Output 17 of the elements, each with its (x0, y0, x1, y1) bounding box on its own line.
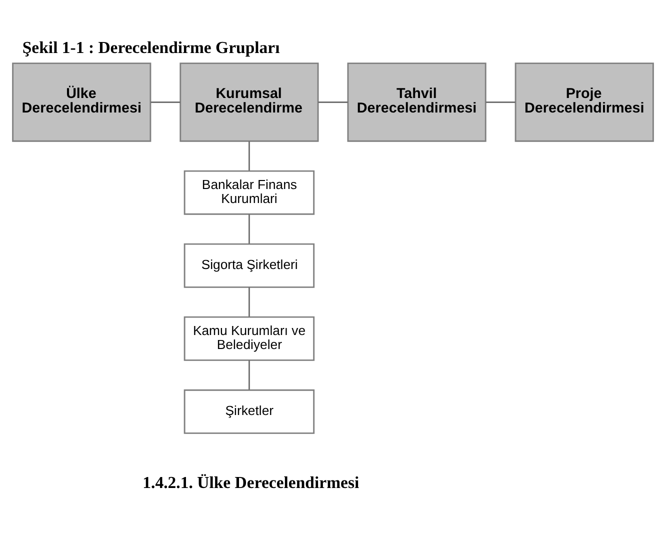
connector (248, 214, 250, 244)
connector (486, 102, 516, 103)
node-box: Ülke Derecelendirmesi (12, 62, 152, 142)
connector (150, 102, 180, 103)
node-box: Proje Derecelendirmesi (514, 62, 654, 142)
node-box: Kurumsal Derecelendirme (180, 62, 319, 142)
node-box: Tahvil Derecelendirmesi (347, 62, 486, 142)
node-box: Şirketler (184, 389, 315, 434)
connector (248, 141, 250, 171)
node-box: Kamu Kurumları ve Belediyeler (184, 316, 315, 361)
node-box: Bankalar Finans Kurumlari (184, 170, 315, 215)
diagram-title: Şekil 1-1 : Derecelendirme Grupları (22, 38, 280, 57)
connector (248, 360, 250, 390)
connector (248, 287, 250, 317)
node-box: Sigorta Şirketleri (184, 243, 315, 288)
connector (318, 102, 348, 103)
label: 1.4.2.1. Ülke Derecelendirmesi (142, 472, 360, 492)
